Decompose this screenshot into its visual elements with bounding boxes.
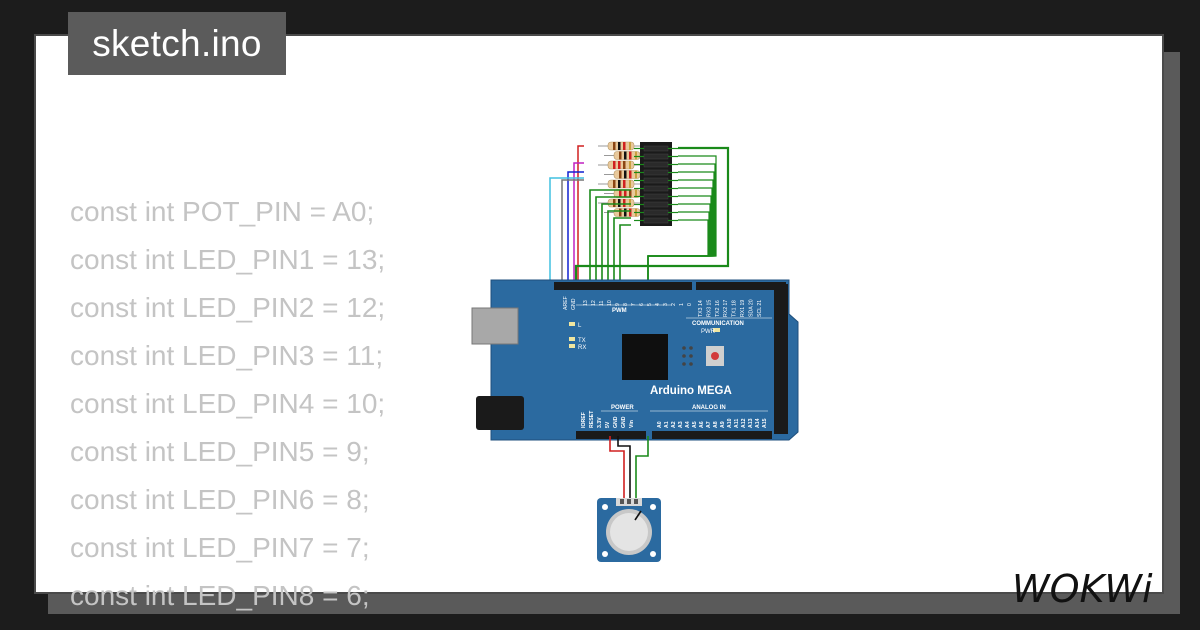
- led-l-label: L: [578, 323, 582, 329]
- pin-label: 12: [591, 300, 597, 306]
- pin-label: 11: [599, 301, 605, 306]
- wokwi-logo: WOKWi: [1012, 567, 1153, 611]
- svg-text:WOKWi: WOKWi: [1012, 567, 1153, 611]
- pin-label: A7: [706, 421, 712, 428]
- pin-label: RESET: [589, 410, 595, 428]
- usb-port: [471, 307, 519, 345]
- pin-label: 9: [615, 303, 621, 306]
- pin-label: 13: [583, 300, 589, 306]
- arduino-mega-board: L TX RX PWR Arduino MEGA PWM COMMUNICATI…: [471, 279, 799, 441]
- pin-label: TX1 18: [732, 300, 738, 317]
- pin-label: A1: [664, 421, 670, 428]
- pin-label: GND: [621, 416, 627, 428]
- code-line: const int POT_PIN = A0;: [70, 196, 375, 227]
- pin-label: A5: [692, 421, 698, 428]
- resistor: [598, 198, 644, 208]
- comm-header: [696, 282, 786, 290]
- right-header: [774, 284, 788, 434]
- pin-label: RX1 19: [740, 300, 746, 317]
- pin-label: SCL 21: [757, 300, 763, 317]
- led-l: [569, 322, 575, 326]
- pwr-led: [713, 328, 720, 332]
- code-line: const int LED_PIN2 = 12;: [70, 292, 386, 323]
- pin-label: A6: [699, 421, 705, 428]
- analog-header: [652, 431, 772, 439]
- pin-label: 1: [679, 303, 685, 306]
- pin-label: A11: [734, 419, 740, 428]
- pin-label: A3: [678, 421, 684, 428]
- pin-label: AREF: [563, 296, 569, 310]
- pin-label: RX2 17: [723, 300, 729, 317]
- pin-label: 3: [663, 303, 669, 306]
- pin-label: TX3 14: [698, 300, 704, 317]
- pin-label: TX2 16: [715, 300, 721, 317]
- resistor: [604, 151, 650, 160]
- power-label: POWER: [611, 405, 634, 411]
- resistor: [598, 160, 644, 170]
- pin-label: SDA 20: [748, 299, 754, 317]
- power-jack: [476, 396, 524, 430]
- circuit-diagram: L TX RX PWR Arduino MEGA PWM COMMUNICATI…: [471, 141, 799, 562]
- pin-label: A13: [748, 418, 754, 428]
- reset-button-cap: [711, 352, 719, 360]
- pin-label: RX3 15: [706, 300, 712, 317]
- board-name: Arduino MEGA: [650, 385, 732, 397]
- digital-header: [554, 282, 692, 290]
- mcu-chip: [622, 334, 668, 380]
- pin-label: Vin: [629, 420, 635, 428]
- pot-knob-indicator: [634, 510, 642, 521]
- power-header: [576, 431, 646, 439]
- pin-label: A4: [685, 421, 691, 428]
- resistor-array: [598, 141, 678, 226]
- pin-label: 8: [623, 303, 629, 306]
- pin-label: 6: [639, 303, 645, 306]
- code-line: const int LED_PIN5 = 9;: [70, 436, 370, 467]
- comm-label: COMMUNICATION: [692, 321, 744, 327]
- code-line: const int LED_PIN1 = 13;: [70, 244, 386, 275]
- resistor: [604, 170, 650, 179]
- code-line: const int LED_PIN6 = 8;: [70, 484, 370, 515]
- pin-label: A14: [755, 418, 761, 428]
- pin-label: 10: [607, 300, 613, 306]
- code-line: const int LED_PIN3 = 11;: [70, 340, 384, 371]
- code-line: const int LED_PIN4 = 10;: [70, 388, 386, 419]
- resistor: [598, 141, 644, 151]
- pin-label: 3.3V: [597, 417, 603, 428]
- pin-label: GND: [571, 298, 577, 310]
- resistor: [598, 179, 644, 189]
- analog-label: ANALOG IN: [692, 405, 726, 411]
- potentiometer: [597, 498, 661, 562]
- pin-label: A9: [720, 421, 726, 428]
- pin-label: 5: [647, 303, 653, 306]
- pin-label: IOREF: [581, 412, 587, 428]
- sketch-title: sketch.ino: [68, 12, 286, 75]
- pin-label: A15: [762, 418, 768, 428]
- pin-label: 0: [687, 303, 693, 306]
- preview-card: const int POT_PIN = A0; const int LED_PI…: [34, 34, 1164, 611]
- pin-label: A10: [727, 418, 733, 428]
- led-rx: [569, 344, 575, 348]
- pin-label: A12: [741, 418, 747, 428]
- pwm-label: PWM: [612, 308, 627, 314]
- led-rx-label: RX: [578, 345, 586, 351]
- pin-label: GND: [613, 416, 619, 428]
- resistor: [604, 189, 650, 198]
- pin-label: 5V: [605, 421, 611, 428]
- code-line: const int LED_PIN7 = 7;: [70, 532, 370, 563]
- code-line: const int LED_PIN8 = 6;: [70, 580, 370, 611]
- pwr-label: PWR: [701, 329, 716, 335]
- code-preview: const int POT_PIN = A0; const int LED_PI…: [70, 188, 385, 620]
- pin-label: 4: [655, 303, 661, 306]
- pin-label: A0: [657, 421, 663, 428]
- pin-label: 7: [631, 303, 637, 306]
- led-tx-label: TX: [578, 338, 586, 344]
- pin-label: A2: [671, 421, 677, 428]
- pin-label: A8: [713, 421, 719, 428]
- led-tx: [569, 337, 575, 341]
- pin-label: 2: [671, 303, 677, 306]
